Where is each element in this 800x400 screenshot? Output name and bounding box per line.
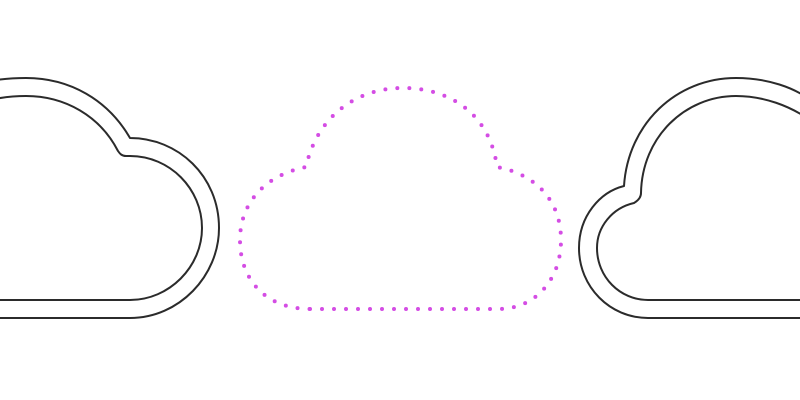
right-cloud-outer-outline [578,77,800,319]
right-cloud-icon [578,77,800,319]
right-cloud-inner-outline [596,95,800,301]
center-cloud-icon [238,86,563,311]
left-cloud-outer-outline [0,77,220,319]
left-cloud-icon [0,77,220,319]
left-cloud-inner-outline [0,95,203,301]
center-cloud-dashed-outline [238,86,563,311]
